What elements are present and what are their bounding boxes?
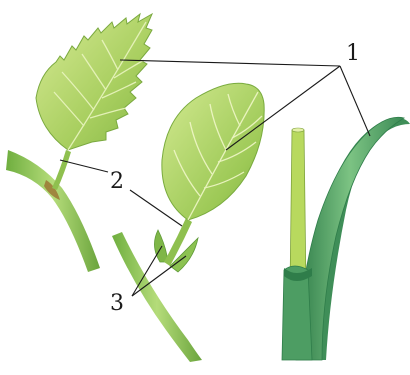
leader-2-left-petiole — [60, 160, 108, 172]
left-branch — [6, 150, 100, 272]
petiole-left — [52, 150, 71, 190]
label-1-blade: 1 — [346, 41, 360, 66]
leaf-blade-middle — [162, 83, 264, 220]
grass-blade — [296, 117, 404, 360]
grass-stem-top — [292, 128, 304, 132]
right-plant — [282, 117, 410, 360]
stipule-left — [154, 230, 168, 262]
leader-1-left-leaf — [120, 60, 340, 66]
label-2-petiole: 2 — [110, 169, 124, 194]
left-plant — [6, 14, 152, 272]
label-3-stipules: 3 — [110, 291, 124, 316]
leader-1-grass-blade — [340, 66, 370, 136]
middle-plant — [112, 83, 264, 362]
